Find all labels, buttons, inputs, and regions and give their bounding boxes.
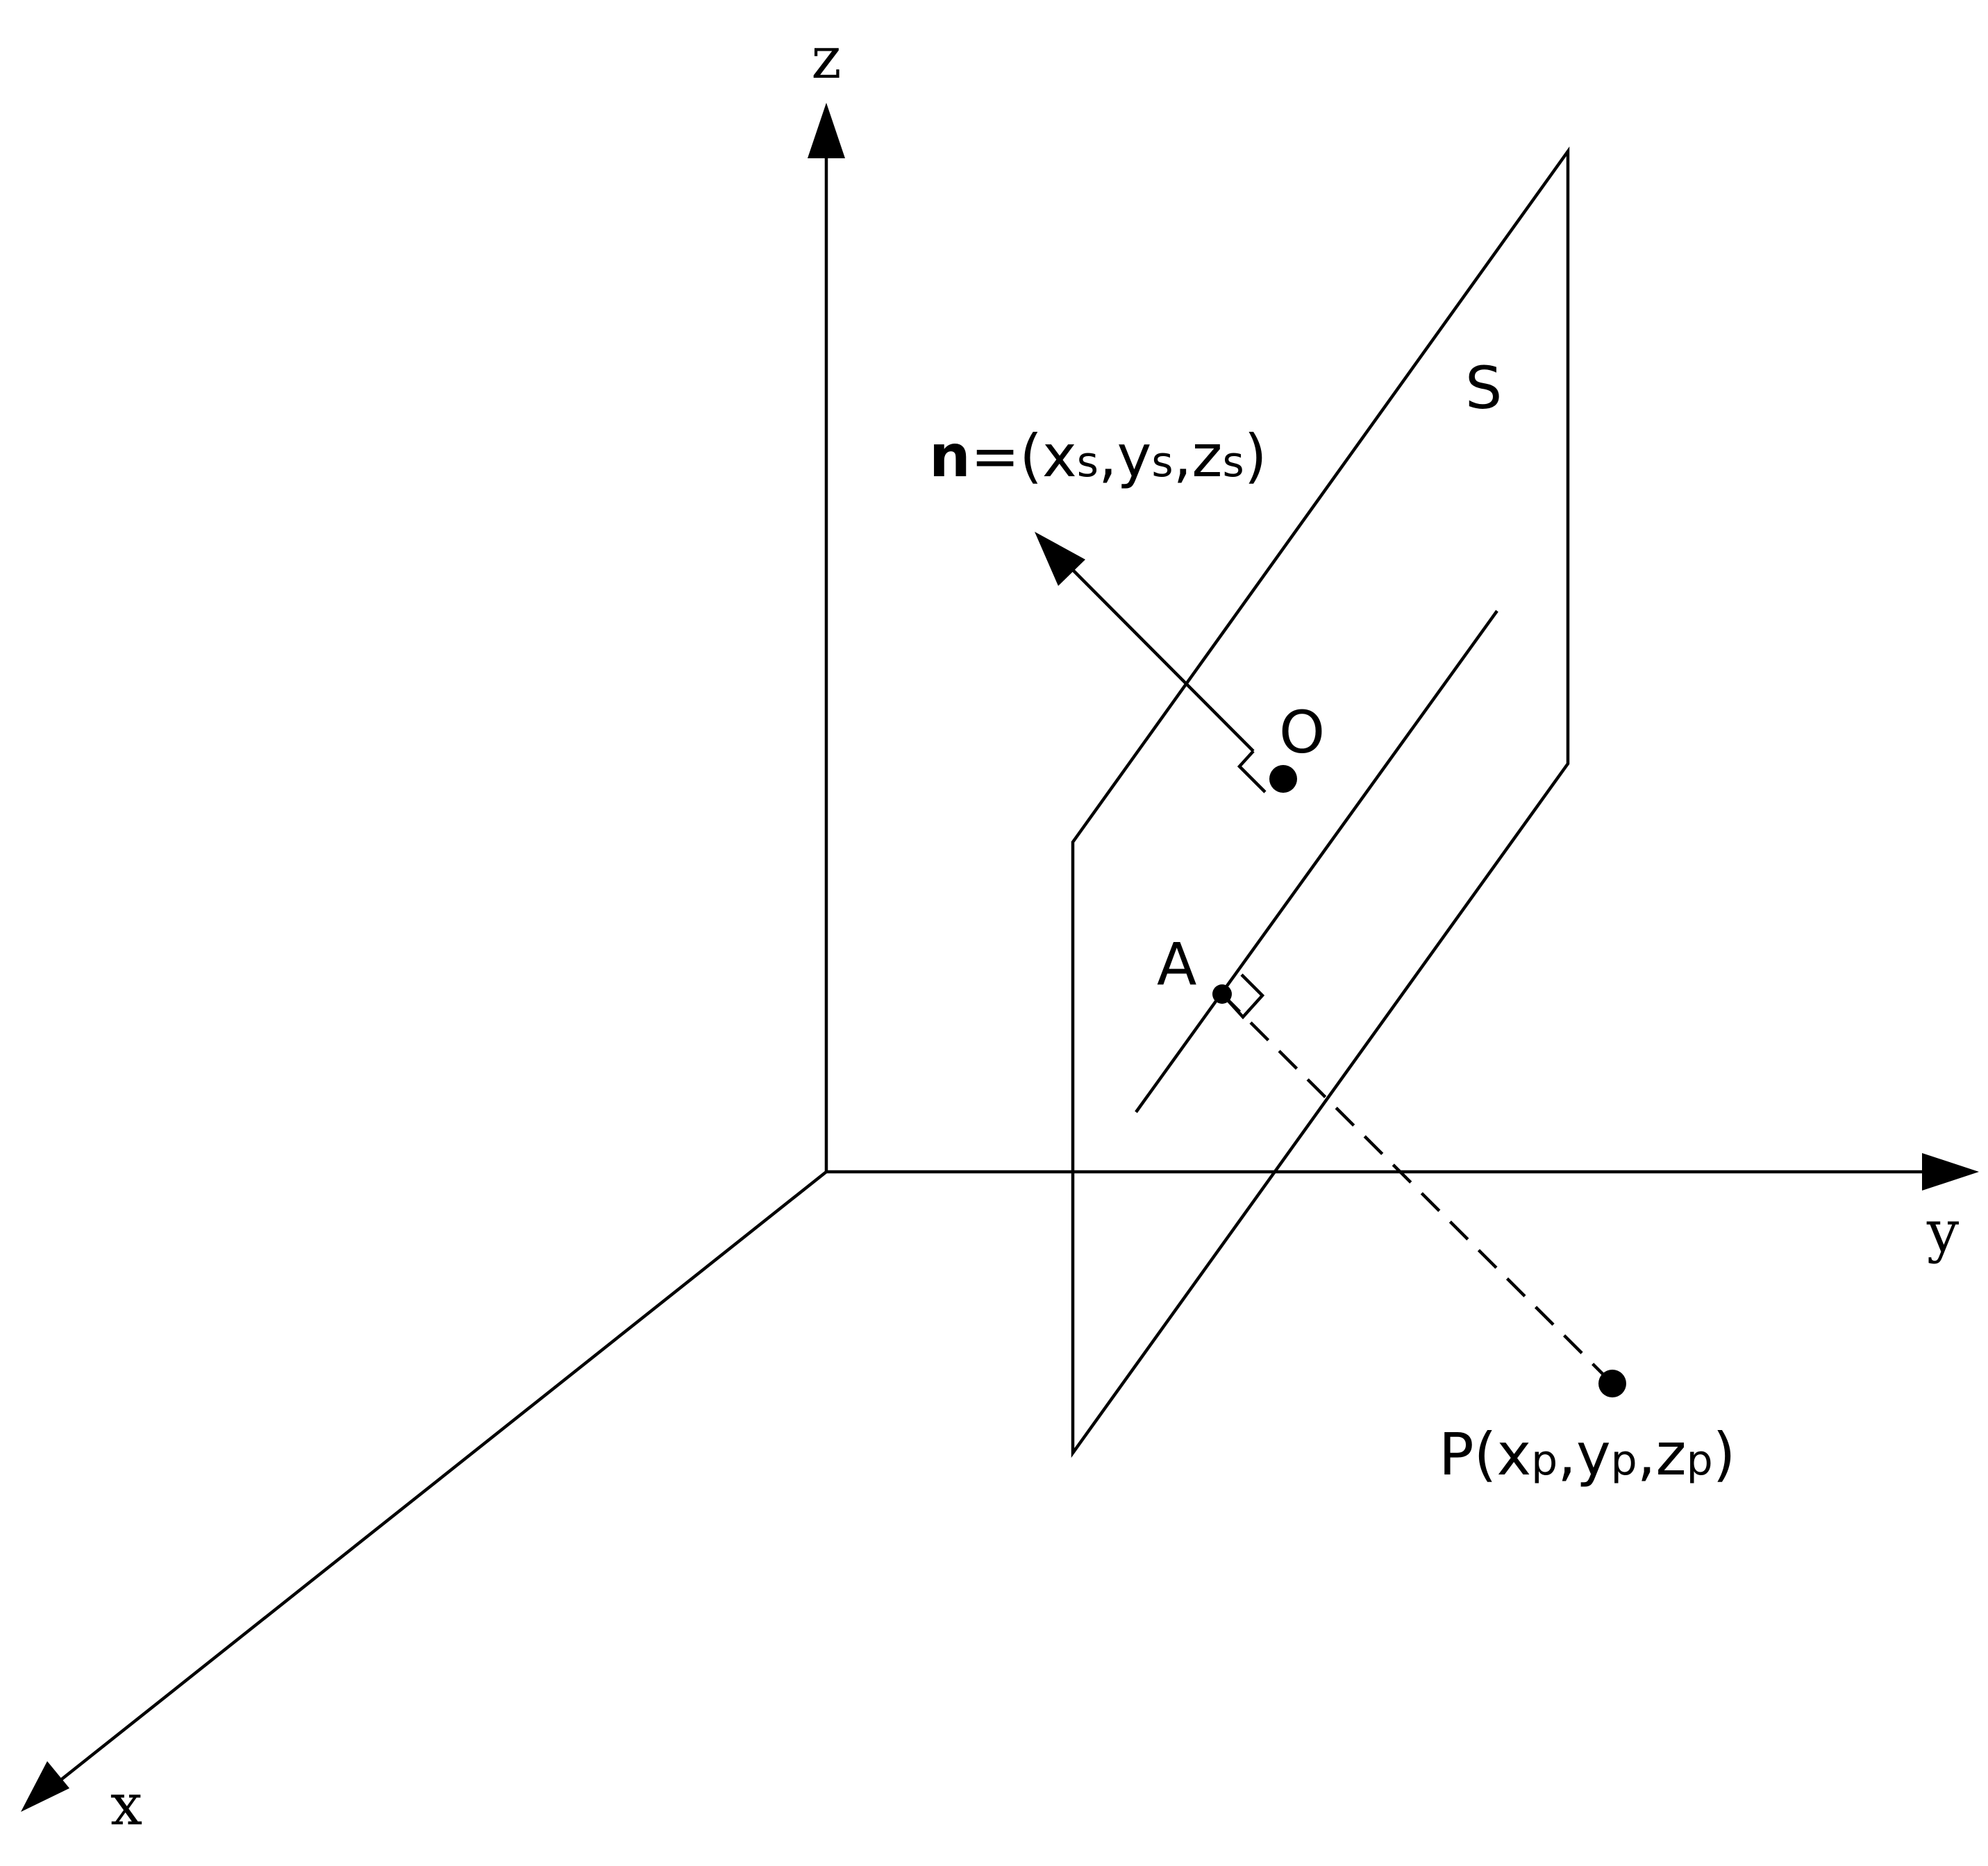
normal-vector-label: n=(xs,ys,zs)	[929, 422, 1267, 490]
point-o-dot	[1269, 765, 1297, 793]
plane-label: S	[1465, 354, 1502, 422]
perpendicular-dashed-line	[1221, 993, 1614, 1385]
y-axis-arrowhead	[1922, 1153, 1979, 1191]
x-axis-label: x	[110, 1772, 142, 1838]
y-axis-label: y	[1926, 1199, 1960, 1265]
normal-vector-shaft	[1068, 565, 1255, 753]
x-axis	[54, 1170, 828, 1785]
z-axis-label: z	[811, 26, 841, 92]
right-angle-marker-o	[1237, 750, 1267, 793]
z-axis-arrowhead	[808, 103, 845, 158]
right-angle-marker-a	[1221, 973, 1265, 1020]
plane-s	[1071, 146, 1570, 1458]
coordinate-axes	[21, 103, 1979, 1812]
normal-vector-arrowhead	[1035, 532, 1085, 586]
line-in-plane	[1135, 610, 1498, 1113]
point-o-label: O	[1279, 698, 1325, 766]
point-a-label: A	[1157, 930, 1196, 998]
point-p-label: P(xp,yp,zp)	[1439, 1420, 1735, 1488]
point-p-dot	[1598, 1370, 1626, 1397]
x-axis-arrowhead	[21, 1761, 69, 1812]
point-a-dot	[1212, 984, 1232, 1004]
